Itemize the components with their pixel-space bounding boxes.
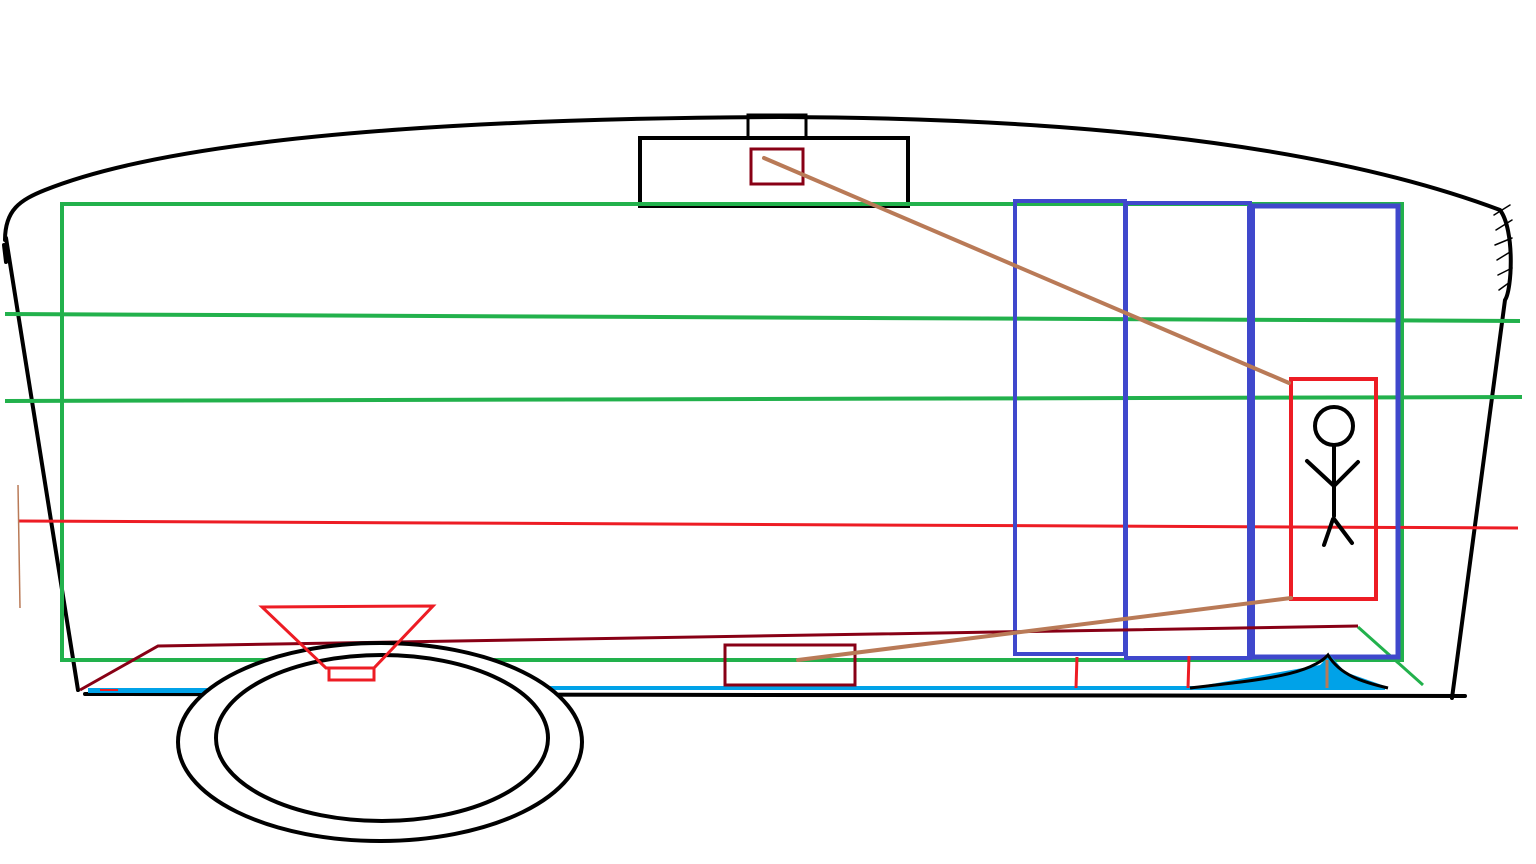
axle-hub — [327, 666, 376, 682]
jack-stand — [1189, 652, 1389, 690]
cable-roof-to-figure — [762, 156, 1291, 385]
figure-box — [1289, 377, 1378, 601]
floor-strip — [88, 655, 1385, 693]
horizontal-rail-upper — [4, 312, 1521, 323]
door-panel-1 — [1013, 199, 1127, 656]
floor-rail — [79, 624, 1359, 692]
floor-box — [723, 643, 857, 687]
door-panel-2 — [1124, 201, 1252, 660]
wheel-outer — [176, 641, 584, 843]
wheel-inner — [214, 653, 550, 823]
cable-floor-to-figure — [796, 596, 1293, 662]
stick-figure — [1305, 405, 1360, 547]
post-1 — [1074, 656, 1079, 689]
frame-rectangle — [60, 202, 1404, 662]
post-2 — [1186, 655, 1191, 689]
left-brown-tick — [17, 484, 21, 609]
roof-control-box — [749, 147, 805, 186]
roof-vent-cap — [746, 113, 808, 140]
horizontal-line-red — [17, 519, 1519, 530]
horizontal-rail-middle — [4, 395, 1523, 403]
stick-figure-head — [1313, 405, 1355, 447]
